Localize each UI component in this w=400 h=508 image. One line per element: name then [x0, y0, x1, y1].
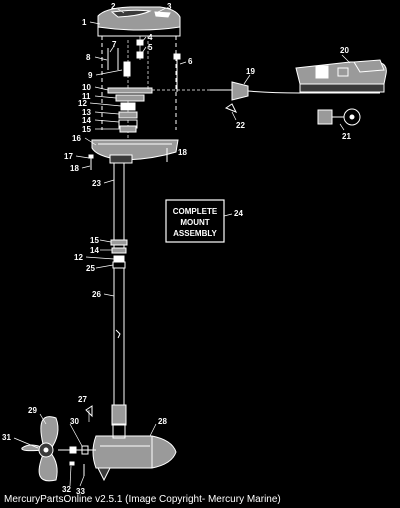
mount-screws[interactable] [88, 148, 168, 170]
callout-25: 25 [86, 264, 95, 273]
strain-relief[interactable] [224, 103, 238, 121]
propeller-nut-pin[interactable] [58, 445, 96, 455]
callout-6: 6 [188, 57, 193, 66]
callout-11: 11 [82, 92, 91, 101]
callout-19: 19 [246, 67, 255, 76]
callout-12-upper: 12 [78, 99, 87, 108]
foot-pedal[interactable] [295, 59, 387, 93]
propeller[interactable] [21, 416, 59, 482]
copyright-footer: MercuryPartsOnline v2.5.1 (Image Copyrig… [4, 494, 281, 505]
callout-7: 7 [112, 40, 117, 49]
callout-28: 28 [158, 417, 167, 426]
control-head-cover[interactable] [97, 6, 181, 31]
anode[interactable] [85, 405, 93, 422]
callout-24: 24 [234, 209, 243, 218]
callout-14-upper: 14 [82, 116, 91, 125]
callout-2: 2 [111, 2, 116, 11]
callout-33: 33 [76, 487, 85, 496]
lower-motor-unit[interactable] [92, 423, 177, 482]
control-shaft-parts[interactable] [107, 40, 153, 140]
foot-pedal-cable[interactable] [152, 81, 380, 101]
callout-27: 27 [78, 395, 87, 404]
callout-12-lower: 12 [74, 253, 83, 262]
mount-box-line-2: MOUNT [180, 218, 209, 227]
screw-set[interactable] [136, 36, 149, 90]
callout-8: 8 [86, 53, 91, 62]
callout-26: 26 [92, 290, 101, 299]
callout-18-right: 18 [178, 148, 187, 157]
callout-20: 20 [340, 46, 349, 55]
callout-labels: 1 2 3 4 5 6 7 8 9 10 11 12 13 14 15 16 1… [2, 2, 351, 496]
connector[interactable] [317, 108, 361, 126]
callout-3: 3 [167, 2, 172, 11]
motor-mount-head[interactable] [91, 139, 179, 164]
pins[interactable] [107, 48, 119, 70]
callout-30: 30 [70, 417, 79, 426]
callout-14-lower: 14 [90, 246, 99, 255]
callout-31: 31 [2, 433, 11, 442]
callout-17: 17 [64, 152, 73, 161]
motor-shaft[interactable] [110, 162, 128, 426]
callout-16: 16 [72, 134, 81, 143]
complete-mount-assembly-box[interactable]: COMPLETE MOUNT ASSEMBLY [165, 199, 225, 243]
callout-21: 21 [342, 132, 351, 141]
cable-strap[interactable] [173, 53, 181, 92]
callout-10: 10 [82, 83, 91, 92]
callout-22: 22 [236, 121, 245, 130]
callout-15-upper: 15 [82, 125, 91, 134]
callout-9: 9 [88, 71, 93, 80]
callout-29: 29 [28, 406, 37, 415]
callout-18-left: 18 [70, 164, 79, 173]
mount-box-line-1: COMPLETE [173, 207, 218, 216]
leader-lines [13, 7, 351, 487]
control-head-body[interactable] [97, 27, 181, 130]
mount-box-line-3: ASSEMBLY [173, 229, 217, 238]
callout-32: 32 [62, 485, 71, 494]
drive-pin[interactable] [69, 461, 85, 476]
callout-13: 13 [82, 108, 91, 117]
callout-4: 4 [148, 33, 153, 42]
callout-23: 23 [92, 179, 101, 188]
callout-15-lower: 15 [90, 236, 99, 245]
callout-5: 5 [148, 43, 153, 52]
callout-1: 1 [82, 18, 87, 27]
